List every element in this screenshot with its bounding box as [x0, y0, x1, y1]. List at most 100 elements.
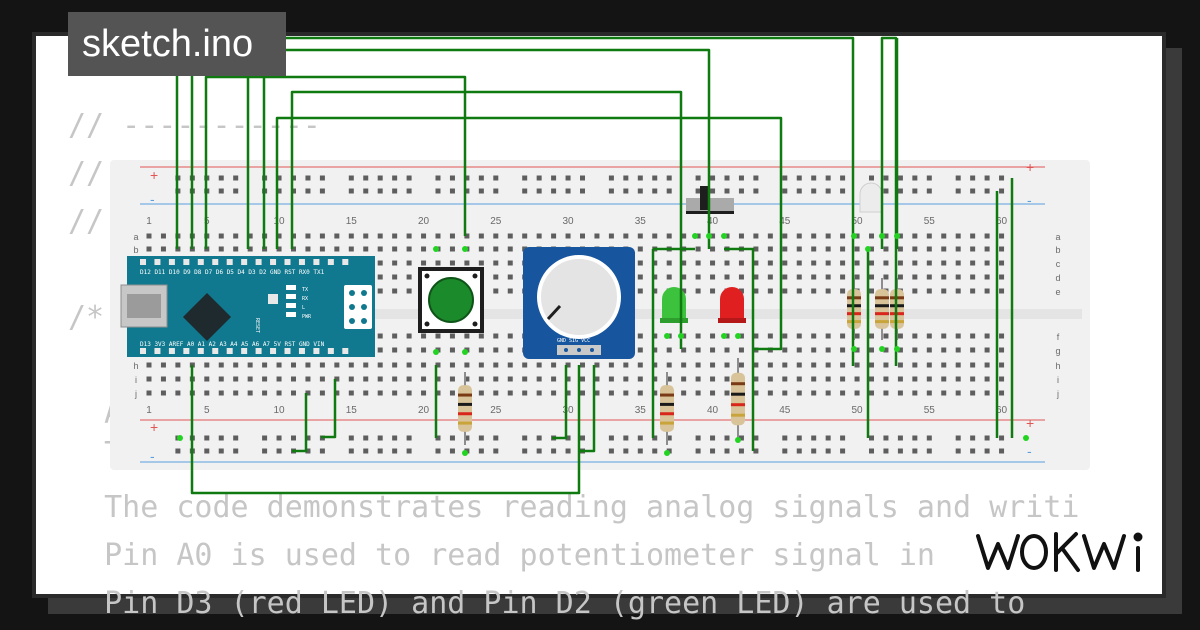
rail-hole[interactable] — [753, 448, 759, 454]
wire[interactable] — [290, 90, 683, 349]
breadboard-hole[interactable] — [218, 246, 224, 252]
breadboard-hole[interactable] — [883, 274, 889, 280]
breadboard-hole[interactable] — [262, 390, 268, 396]
rail-hole[interactable] — [883, 175, 889, 181]
breadboard-hole[interactable] — [767, 333, 773, 339]
rail-hole[interactable] — [536, 448, 542, 454]
breadboard-hole[interactable] — [363, 376, 369, 382]
arduino-pin[interactable] — [183, 259, 190, 265]
breadboard-hole[interactable] — [782, 390, 788, 396]
wire[interactable] — [175, 36, 855, 366]
breadboard-hole[interactable] — [796, 274, 802, 280]
breadboard-hole[interactable] — [840, 376, 846, 382]
breadboard-hole[interactable] — [710, 390, 716, 396]
rail-hole[interactable] — [608, 188, 614, 194]
rail-hole[interactable] — [218, 435, 224, 441]
breadboard-hole[interactable] — [912, 390, 918, 396]
breadboard-hole[interactable] — [478, 246, 484, 252]
breadboard-hole[interactable] — [377, 376, 383, 382]
rail-hole[interactable] — [840, 188, 846, 194]
breadboard-hole[interactable] — [652, 390, 658, 396]
breadboard-hole[interactable] — [637, 347, 643, 353]
rail-hole[interactable] — [912, 448, 918, 454]
breadboard-hole[interactable] — [724, 390, 730, 396]
breadboard-hole[interactable] — [984, 233, 990, 239]
breadboard-hole[interactable] — [840, 362, 846, 368]
wire[interactable] — [204, 75, 467, 249]
breadboard-hole[interactable] — [421, 390, 427, 396]
breadboard-hole[interactable] — [348, 376, 354, 382]
breadboard-hole[interactable] — [435, 333, 441, 339]
rail-hole[interactable] — [435, 435, 441, 441]
breadboard-hole[interactable] — [305, 376, 311, 382]
pushbutton[interactable] — [418, 267, 484, 333]
breadboard-hole[interactable] — [767, 376, 773, 382]
breadboard-hole[interactable] — [608, 233, 614, 239]
rail-hole[interactable] — [536, 188, 542, 194]
breadboard-hole[interactable] — [854, 362, 860, 368]
rail-hole[interactable] — [175, 448, 181, 454]
rail-hole[interactable] — [782, 175, 788, 181]
breadboard-hole[interactable] — [175, 376, 181, 382]
breadboard-hole[interactable] — [377, 362, 383, 368]
breadboard-hole[interactable] — [897, 274, 903, 280]
breadboard-hole[interactable] — [507, 233, 513, 239]
breadboard-hole[interactable] — [594, 376, 600, 382]
breadboard-hole[interactable] — [782, 274, 788, 280]
rail-hole[interactable] — [637, 175, 643, 181]
breadboard-hole[interactable] — [869, 246, 874, 252]
breadboard-hole[interactable] — [175, 362, 181, 368]
rail-hole[interactable] — [912, 435, 918, 441]
rail-hole[interactable] — [218, 188, 224, 194]
arduino-pin[interactable] — [327, 348, 334, 354]
breadboard-hole[interactable] — [247, 390, 253, 396]
breadboard-hole[interactable] — [926, 288, 932, 294]
breadboard-hole[interactable] — [869, 333, 874, 339]
rail-hole[interactable] — [276, 188, 282, 194]
rail-hole[interactable] — [493, 448, 499, 454]
breadboard-hole[interactable] — [449, 246, 455, 252]
breadboard-hole[interactable] — [594, 362, 600, 368]
breadboard-hole[interactable] — [608, 390, 614, 396]
white-led[interactable] — [859, 182, 883, 213]
rail-hole[interactable] — [233, 175, 239, 181]
rail-hole[interactable] — [406, 188, 412, 194]
breadboard-hole[interactable] — [941, 246, 947, 252]
rail-hole[interactable] — [435, 188, 441, 194]
arduino-pin[interactable] — [270, 259, 277, 265]
breadboard-hole[interactable] — [637, 362, 643, 368]
resistor-body[interactable] — [458, 385, 472, 432]
breadboard-hole[interactable] — [478, 233, 484, 239]
wire[interactable] — [292, 393, 308, 453]
breadboard-hole[interactable] — [652, 260, 658, 266]
breadboard-hole[interactable] — [897, 376, 903, 382]
breadboard-hole[interactable] — [276, 362, 282, 368]
breadboard-hole[interactable] — [941, 347, 947, 353]
arduino-pin[interactable] — [298, 259, 305, 265]
breadboard-hole[interactable] — [753, 333, 759, 339]
breadboard-hole[interactable] — [536, 233, 542, 239]
breadboard-hole[interactable] — [710, 362, 716, 368]
breadboard-hole[interactable] — [970, 288, 976, 294]
potentiometer-knob[interactable] — [537, 255, 621, 339]
breadboard-hole[interactable] — [478, 333, 484, 339]
breadboard-hole[interactable] — [970, 347, 976, 353]
breadboard-hole[interactable] — [999, 390, 1005, 396]
breadboard-hole[interactable] — [926, 233, 932, 239]
breadboard-hole[interactable] — [681, 376, 687, 382]
breadboard-hole[interactable] — [897, 333, 903, 339]
breadboard-hole[interactable] — [738, 274, 744, 280]
rail-hole[interactable] — [955, 188, 961, 194]
rail-hole[interactable] — [825, 435, 831, 441]
breadboard-hole[interactable] — [912, 376, 918, 382]
breadboard-hole[interactable] — [377, 288, 383, 294]
rail-hole[interactable] — [218, 448, 224, 454]
breadboard-hole[interactable] — [493, 362, 499, 368]
breadboard-hole[interactable] — [825, 376, 831, 382]
arduino-pin[interactable] — [226, 259, 233, 265]
breadboard-hole[interactable] — [753, 376, 759, 382]
rail-hole[interactable] — [825, 175, 831, 181]
breadboard-hole[interactable] — [869, 376, 874, 382]
breadboard-hole[interactable] — [478, 376, 484, 382]
breadboard-hole[interactable] — [854, 233, 860, 239]
